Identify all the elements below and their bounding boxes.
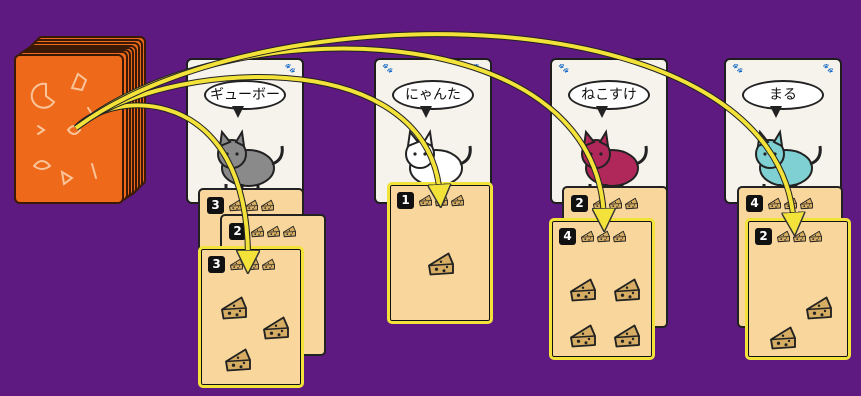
paw-icon: 🐾 [472, 64, 484, 74]
cat-name: まる [769, 87, 797, 103]
cat-name: ねこすけ [581, 87, 637, 103]
card-number-badge: 3 [208, 256, 225, 273]
cat-card[interactable]: 🐾 🐾 まる [724, 58, 842, 204]
cheese-icon [419, 194, 432, 207]
deck-top-card[interactable] [14, 54, 124, 204]
cheese-icon [230, 258, 243, 271]
cat-name: にゃんた [405, 87, 461, 103]
cheese-card[interactable]: 1 [387, 182, 493, 324]
cheese-card[interactable]: 2 [745, 218, 851, 360]
cheese-wedge-icon [614, 324, 640, 348]
arrow-path [74, 46, 604, 220]
arrow-path [74, 45, 607, 221]
bubble-tail [420, 106, 432, 118]
cat-card[interactable]: 🐾 ギューボー [186, 58, 304, 204]
bubble-tail [770, 106, 782, 118]
cheese-icon [597, 230, 610, 243]
cheese-icon [625, 197, 638, 210]
cat-name: ギューボー [210, 87, 280, 103]
cheese-icon [451, 194, 464, 207]
cheese-icon [435, 194, 448, 207]
cat-illustration-icon [217, 129, 284, 192]
cheese-wedge-icon [221, 296, 247, 320]
cheese-wedge-icon [225, 348, 251, 372]
card-number-badge: 2 [755, 228, 772, 245]
cheese-icon [777, 230, 790, 243]
cheese-icon [793, 230, 806, 243]
cat-illustration-icon [581, 129, 648, 192]
mini-cheese-icons [580, 229, 628, 245]
mini-cheese-icons [767, 196, 815, 212]
cheese-wedge-icon [614, 278, 640, 302]
cheese-icon [800, 197, 813, 210]
cat-card[interactable]: 🐾 ねこすけ [550, 58, 668, 204]
card-number-badge: 2 [229, 223, 246, 240]
cheese-icon [613, 230, 626, 243]
cheese-icon [784, 197, 797, 210]
mini-cheese-icons [592, 196, 640, 212]
cat-name-bubble: ねこすけ [568, 80, 650, 110]
cheese-icon [261, 199, 274, 212]
cheese-wedge-icon [428, 252, 454, 276]
cheese-wedge-icon [570, 324, 596, 348]
cheese-icon [246, 258, 259, 271]
paw-icon: 🐾 [284, 64, 296, 74]
cheese-icon [768, 197, 781, 210]
cat-name-bubble: まる [742, 80, 824, 110]
cat-name-bubble: にゃんた [392, 80, 474, 110]
cheese-icon [245, 199, 258, 212]
cheese-icon [593, 197, 606, 210]
card-number-badge: 4 [746, 195, 763, 212]
mini-cheese-icons [250, 224, 298, 240]
cheese-icon [229, 199, 242, 212]
cheese-wedge-icon [263, 316, 289, 340]
cheese-wedge-icon [570, 278, 596, 302]
cat-illustration-icon [755, 129, 822, 192]
cheese-card[interactable]: 3 [198, 246, 304, 388]
cheese-icon [267, 225, 280, 238]
paw-icon: 🐾 [382, 64, 394, 74]
bubble-tail [232, 106, 244, 118]
cheese-wedge-icon [770, 326, 796, 350]
card-number-badge: 3 [207, 197, 224, 214]
cheese-icon [609, 197, 622, 210]
cat-name-bubble: ギューボー [204, 80, 286, 110]
mini-cheese-icons [229, 257, 277, 273]
card-number-badge: 2 [571, 195, 588, 212]
cheese-wedge-icon [806, 296, 832, 320]
bubble-tail [596, 106, 608, 118]
cheese-icon [581, 230, 594, 243]
mini-cheese-icons [776, 229, 824, 245]
cheese-icon [262, 258, 275, 271]
paw-icon: 🐾 [732, 64, 744, 74]
mini-cheese-icons [228, 198, 276, 214]
deck-pattern-icon [30, 72, 97, 186]
cheese-card[interactable]: 4 [549, 218, 655, 360]
card-number-badge: 4 [559, 228, 576, 245]
mini-cheese-icons [418, 193, 466, 209]
paw-icon: 🐾 [822, 64, 834, 74]
card-number-badge: 1 [397, 192, 414, 209]
cheese-icon [809, 230, 822, 243]
cheese-icon [251, 225, 264, 238]
cheese-icon [283, 225, 296, 238]
paw-icon: 🐾 [558, 64, 570, 74]
